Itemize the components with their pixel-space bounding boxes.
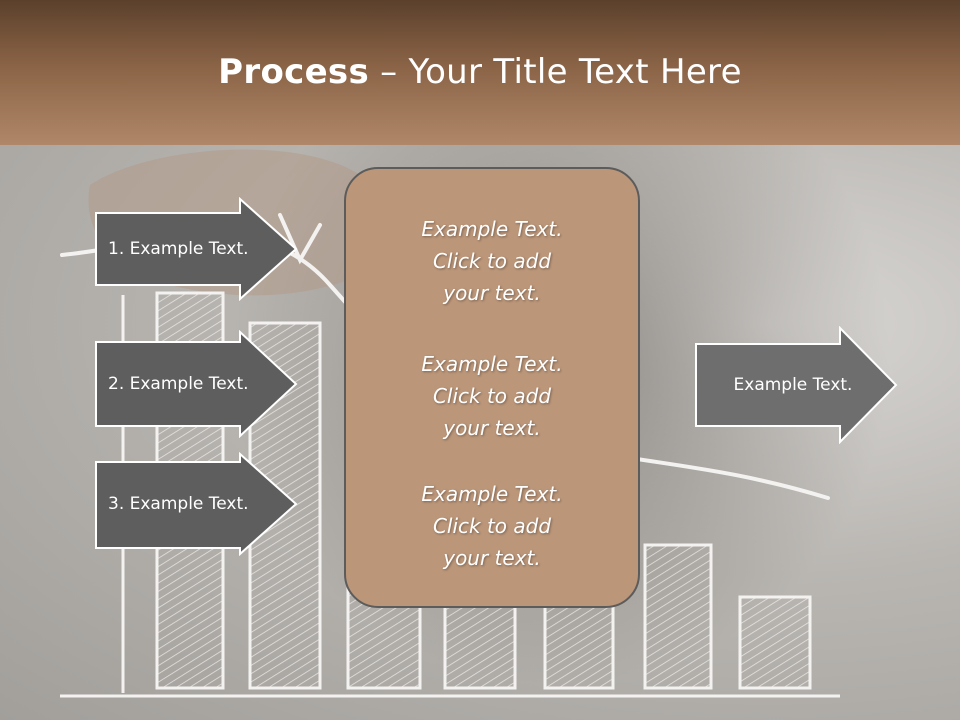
- para-line: Click to add: [432, 514, 552, 538]
- arrow-shape: [95, 330, 298, 438]
- step-label-3: 3. Example Text.: [108, 494, 249, 514]
- result-arrow[interactable]: Example Text.: [694, 326, 900, 444]
- arrow-shape: [95, 452, 298, 556]
- arrow-shape: [95, 197, 298, 301]
- center-paragraph-2: Example Text. Click to add your text.: [346, 348, 638, 444]
- para-line: Example Text.: [421, 482, 563, 506]
- para-line: Click to add: [432, 249, 552, 273]
- center-paragraph-3: Example Text. Click to add your text.: [346, 478, 638, 574]
- para-line: Example Text.: [421, 217, 563, 241]
- para-line: your text.: [443, 416, 541, 440]
- sketch-bar: [643, 543, 713, 690]
- step-label-1: 1. Example Text.: [108, 239, 249, 259]
- arrow-shape: [695, 326, 898, 444]
- result-label: Example Text.: [733, 375, 853, 395]
- para-line: Click to add: [432, 384, 552, 408]
- title-bold: Process: [218, 52, 370, 92]
- center-text-box[interactable]: Example Text. Click to add your text. Ex…: [344, 167, 640, 608]
- sketch-bar: [738, 595, 812, 690]
- step-arrow-3[interactable]: 3. Example Text.: [94, 452, 300, 556]
- step-arrow-2[interactable]: 2. Example Text.: [94, 330, 300, 438]
- trend-arrowhead: [278, 213, 322, 265]
- para-line: your text.: [443, 546, 541, 570]
- step-arrow-1[interactable]: 1. Example Text.: [94, 197, 300, 301]
- para-line: Example Text.: [421, 352, 563, 376]
- title-rest: – Your Title Text Here: [369, 52, 742, 92]
- step-label-2: 2. Example Text.: [108, 374, 249, 394]
- slide-title[interactable]: Process – Your Title Text Here: [0, 52, 960, 92]
- center-paragraph-1: Example Text. Click to add your text.: [346, 213, 638, 309]
- para-line: your text.: [443, 281, 541, 305]
- title-bar: [0, 0, 960, 145]
